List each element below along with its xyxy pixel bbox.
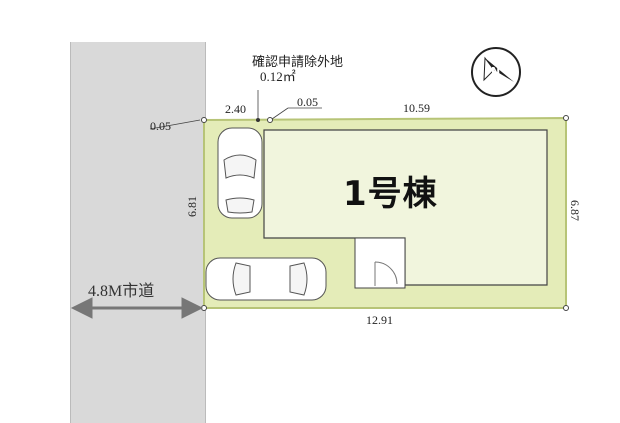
exclusion-area: 0.12㎡	[260, 69, 296, 84]
dim-top-right: 10.59	[403, 101, 430, 115]
car-horizontal	[205, 257, 327, 301]
dim-bottom: 12.91	[366, 313, 393, 327]
compass-icon	[471, 47, 521, 97]
road-width-arrow	[70, 297, 204, 319]
road-strip	[70, 42, 206, 423]
dim-right-side: 6.87	[568, 200, 582, 221]
dim-top-left: 2.40	[225, 102, 246, 116]
road-label: 4.8M市道	[88, 283, 155, 300]
compass-letter: N	[491, 65, 501, 78]
dim-left-side: 6.81	[185, 196, 199, 217]
dim-left-offset: 0.05	[150, 119, 171, 133]
dim-top-mid-offset: 0.05	[297, 95, 318, 109]
exclusion-title: 確認申請除外地	[252, 54, 344, 69]
building-label: 1号棟	[343, 174, 438, 214]
door-swing	[374, 261, 398, 285]
car-vertical	[217, 127, 263, 219]
